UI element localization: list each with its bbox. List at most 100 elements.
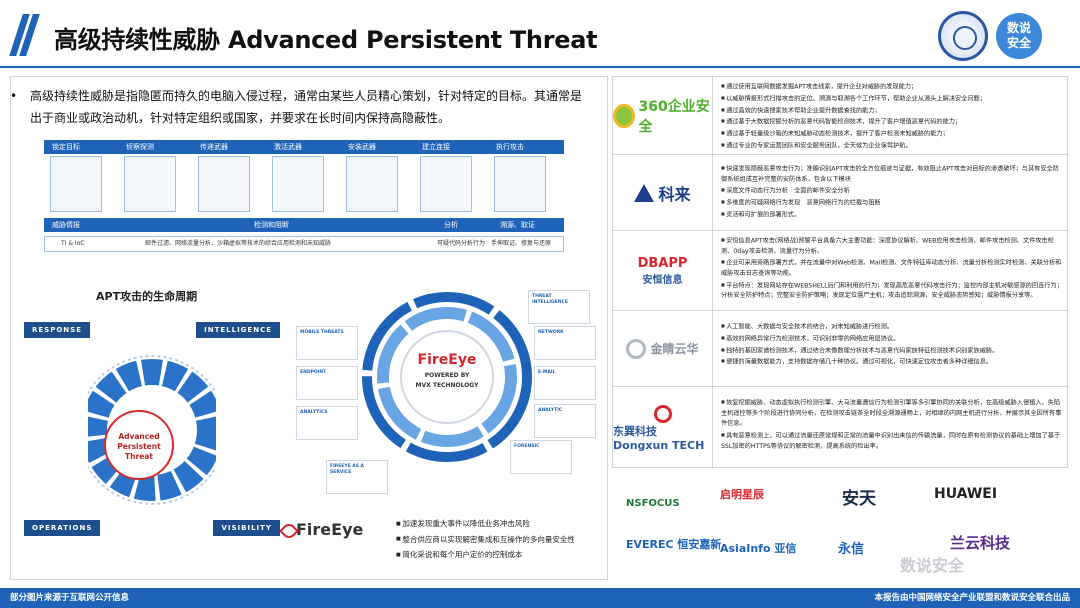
logo-jinqing: 金睛云华 [626, 338, 699, 359]
logo-nsfocus: NSFOCUS [626, 498, 680, 509]
logo-qiming: 启明星辰 [720, 488, 764, 501]
fe-box: ANALYTIC [534, 404, 596, 438]
vendor-features: 通过使用互联网数据发掘APT攻击线索，提升企业对威胁的发现能力； 以威胁情报形式… [721, 81, 1063, 152]
kelai-mark-icon [634, 183, 655, 202]
logo-dongxun: 东巽科技 Dongxun TECH [613, 404, 712, 452]
header-stripes-decoration [9, 14, 40, 56]
logo-kelai: 科来 [634, 181, 691, 205]
fireeye-diagram: FireEye POWERED BY MVX TECHNOLOGY MOBILE… [296, 290, 596, 496]
badge-line-2: 安全 [1006, 36, 1031, 50]
flow-detail-box [494, 156, 546, 212]
vendor-name: 金睛云华 [650, 342, 699, 356]
apt-defense-flow: 锁定目标 侦察探测 传递武器 激活武器 安装武器 建立连接 执行攻击 威胁情报 … [44, 140, 564, 260]
tech-cell: TI & IoC [61, 240, 85, 247]
footer-bar: 部分图片来源于互联网公开信息 本报告由中国网络安全产业联盟和数说安全联合出品 [0, 588, 1080, 608]
vendor-row-dbapp: DBAPP 安恒信息 安恒信息APT攻击(网络战)预警平台具备六大主要功能：深度协… [613, 231, 1069, 311]
flow-step: 传递武器 [200, 143, 228, 151]
feature-item: 深度文件动态行为分析 全面的邮件安全分析 [721, 185, 1063, 197]
vendor-logo-cell: 东巽科技 Dongxun TECH [613, 387, 713, 469]
phase-label: 威胁情报 [52, 221, 80, 229]
lifecycle-ring [88, 355, 216, 505]
cnisa-seal-logo [938, 11, 988, 61]
shushuo-anquan-badge: 数说 安全 [996, 13, 1042, 59]
logo-everec: EVEREC 恒安嘉新 [626, 538, 722, 551]
360-mark-icon [613, 103, 635, 128]
fe-box: ENDPOINT [296, 366, 358, 400]
flow-step: 锁定目标 [52, 143, 80, 151]
bullet-dot: • [10, 89, 18, 103]
flow-detail-box [346, 156, 398, 212]
flow-step: 安装武器 [348, 143, 376, 151]
operations-banner: OPERATIONS [24, 520, 101, 536]
intro-bullet: • 高级持续性威胁是指隐匿而持久的电脑入侵过程，通常由某些人员精心策划，针对特定… [10, 85, 590, 129]
flow-detail-box [198, 156, 250, 212]
fe-box: FIREEYE AS A SERVICE [326, 460, 388, 494]
apt-center-label: Advanced Persistent Threat [104, 410, 174, 480]
feature-item: 高效的网络异常行为检测技术，可识别非零的网络应用层协议。 [721, 333, 1063, 345]
vendor-name: 科来 [658, 184, 691, 204]
feature-item: 以威胁情报形式扫描攻击的定位、溯源与取溯各个工作环节，帮助企业从源头上解决安全问… [721, 93, 1063, 105]
flow-detail-box [420, 156, 472, 212]
vendor-name: 安恒信息 [642, 274, 683, 286]
fireeye-notes: 加速发现重大事件以降低业务冲击风险 整合供应商以实现解密集成和互操作的多向量安全… [396, 516, 575, 563]
lifecycle-title: APT攻击的生命周期 [96, 290, 198, 303]
feature-item: 平台特点：发现网站存在WEBSHELL后门和利用的行为；发现高危恶意代码攻击行为… [721, 280, 1063, 302]
logo-360: 360企业安全 [613, 96, 712, 136]
flow-step: 建立连接 [422, 143, 450, 151]
feature-item: 独特的基因家谱检测技术，通过结合未像数理分析技术与恶意代码家族特征检测技术识别家… [721, 345, 1063, 357]
flow-step-bar [44, 140, 564, 154]
vendor-logo-cell: DBAPP 安恒信息 [613, 231, 713, 310]
fireeye-note: 整合供应商以实现解密集成和互操作的多向量安全性 [396, 532, 575, 548]
vendor-logo-cell: 360企业安全 [613, 77, 713, 154]
feature-item: 人工智能、大数据与安全技术的结合，对未知威胁进行检测。 [721, 321, 1063, 333]
watermark: 数说安全 [900, 556, 965, 575]
fe-box: E-MAIL [534, 366, 596, 400]
phase-label: 分析 [444, 221, 458, 229]
feature-item: 通过高效的快速搜索技术帮助企业提升数据查找的能力； [721, 105, 1063, 117]
vendor-features: 恢复挖掘威胁、动态虚拟执行检测引擎、大马流量遇信行为检测引擎等多引擎协同的关联分… [721, 397, 1063, 452]
logo-antian: 安天 [842, 489, 876, 509]
intelligence-banner: INTELLIGENCE [196, 322, 280, 338]
dbapp-mark-icon: DBAPP [637, 255, 688, 271]
phase-label: 溯源、取证 [500, 221, 535, 229]
vendor-features: 人工智能、大数据与安全技术的结合，对未知威胁进行检测。 高效的网络异常行为检测技… [721, 321, 1063, 368]
vendor-row-dongxun: 东巽科技 Dongxun TECH 恢复挖掘威胁、动态虚拟执行检测引擎、大马流量… [613, 387, 1069, 469]
fireeye-mvx: MVX TECHNOLOGY [415, 382, 479, 389]
flow-step: 激活武器 [274, 143, 302, 151]
vendor-logo-cell: 金睛云华 [613, 311, 713, 386]
footer-credit: 本报告由中国网络安全产业联盟和数说安全联合出品 [874, 593, 1070, 603]
feature-item: 通过基于大数据挖掘分析的恶意代码智能检测技术，提升了客户增值恶意代码的能力； [721, 116, 1063, 128]
flow-tech-row: TI & IoC 邮件过滤、网络流量分析、沙箱虚拟等技术的综合应用检测和未知威胁… [44, 236, 564, 252]
visibility-banner: VISIBILITY [213, 520, 280, 536]
vendor-name: 360企业安全 [638, 98, 710, 135]
tech-cell: 邮件过滤、网络流量分析、沙箱虚拟等技术的综合应用检测和未知威胁 [145, 240, 332, 247]
intro-text: 高级持续性威胁是指隐匿而持久的电脑入侵过程，通常由某些人员精心策划，针对特定的目… [30, 89, 583, 125]
fireeye-note: 简化采说和每个用户定价的控制成本 [396, 547, 575, 563]
dongxun-mark-icon [653, 404, 672, 423]
fe-box: FORENSIC [510, 440, 572, 474]
feature-item: 通过使用互联网数据发掘APT攻击线索，提升企业对威胁的发现能力； [721, 81, 1063, 93]
vendor-row-jinqing: 金睛云华 人工智能、大数据与安全技术的结合，对未知威胁进行检测。 高效的网络异常… [613, 311, 1069, 387]
header-divider [0, 66, 1080, 68]
tech-cell: 手伸取证、修复与还原 [491, 240, 552, 247]
logo-dbapp: DBAPP 安恒信息 [638, 256, 688, 286]
feature-item: 具有恶意检测上，可以通过流量还原常规和正常的流量中识别出来信的传输流量，同时在原… [721, 430, 1063, 452]
logo-asiainfo: AsiaInfo 亚信 [720, 542, 797, 555]
vendor-name: 东巽科技 Dongxun TECH [613, 424, 705, 452]
partner-logos: NSFOCUS 启明星辰 安天 HUAWEI EVEREC 恒安嘉新 AsiaI… [612, 470, 1068, 580]
flow-phase-bar: 威胁情报 检测和阻断 分析 溯源、取证 [44, 218, 564, 232]
feature-item: 恢复挖掘威胁、动态虚拟执行检测引擎、大马流量遇信行为检测引擎等多引擎协同的关联分… [721, 397, 1063, 430]
page-title: 高级持续性威胁 Advanced Persistent Threat [54, 26, 598, 54]
feature-item: 便捷的海量数据能力，支持数据存储几十种协议。通过可视化，可快速定位攻击者多种详细… [721, 356, 1063, 368]
vendor-table: 360企业安全 通过使用互联网数据发掘APT攻击线索，提升企业对威胁的发现能力；… [612, 76, 1069, 469]
vendor-logo-cell: 科来 [613, 155, 713, 230]
feature-item: 通过专业的专家运营团队和安全服务团队，全天候为企业保驾护航。 [721, 140, 1063, 152]
fe-box: NETWORK [534, 326, 596, 360]
feature-item: 安恒信息APT攻击(网络战)预警平台具备六大主要功能：深度协议解析、WEB应用攻… [721, 235, 1063, 257]
fireeye-center-brand: FireEye [417, 352, 477, 368]
feature-item: 多维度的可疑网络行为发现 恶意网络行为的拦截与阻断 [721, 197, 1063, 209]
vendor-row-360: 360企业安全 通过使用互联网数据发掘APT攻击线索，提升企业对威胁的发现能力；… [613, 77, 1069, 155]
flow-detail-box [50, 156, 102, 212]
response-banner: RESPONSE [24, 322, 90, 338]
